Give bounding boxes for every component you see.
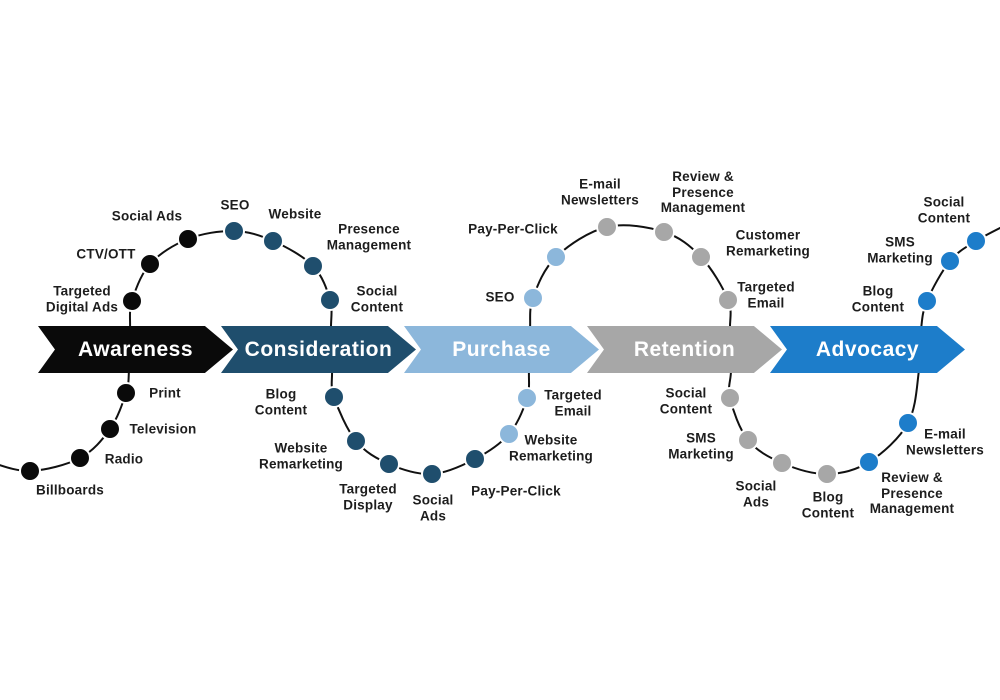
touchpoint-label-targeted-email-purchase: Targeted Email [544,387,602,419]
touchpoint-dot-customer-remarketing-retention [690,246,712,268]
stage-arrow-awareness: Awareness [38,326,233,373]
touchpoint-label-social-content-advocacy: Social Content [917,194,971,226]
touchpoint-label-sms-marketing-advocacy: SMS Marketing [867,234,933,266]
touchpoint-dot-review-presence-management-advocacy [858,451,880,473]
stage-label-purchase: Purchase [452,337,551,361]
stage-label-advocacy: Advocacy [815,337,920,361]
touchpoint-label-website-remarketing-purchase: Website Remarketing [509,432,593,464]
touchpoint-label-social-content-retention: Social Content [659,385,713,417]
touchpoint-label-social-content-consideration: Social Content [350,283,404,315]
touchpoint-dot-social-ads-awareness [177,228,199,250]
touchpoint-dots-layer [19,216,987,485]
touchpoint-dot-pay-per-click-purchase [545,246,567,268]
touchpoint-label-customer-remarketing-retention: Customer Remarketing [726,227,810,259]
stage-arrow-advocacy: Advocacy [770,326,965,373]
touchpoint-label-pay-per-click-purchase: Pay-Per-Click [468,221,558,237]
touchpoint-dot-social-ads-consideration [421,463,443,485]
touchpoint-dot-television-awareness [99,418,121,440]
touchpoint-dot-targeted-display-consideration [378,453,400,475]
touchpoint-dot-website-remarketing-consideration [345,430,367,452]
touchpoint-label-ctv-ott-awareness: CTV/OTT [76,246,136,262]
touchpoint-dot-e-mail-newsletters-advocacy [897,412,919,434]
touchpoint-dot-social-content-advocacy [965,230,987,252]
touchpoint-dot-targeted-email-retention [717,289,739,311]
touchpoint-dot-sms-marketing-advocacy [939,250,961,272]
touchpoint-dot-sms-marketing-retention [737,429,759,451]
touchpoint-dot-pay-per-click-consideration [464,448,486,470]
touchpoint-label-radio-awareness: Radio [104,451,144,467]
touchpoint-dot-presence-management-consideration [302,255,324,277]
touchpoint-label-website-remarketing-consideration: Website Remarketing [259,440,343,472]
touchpoint-label-sms-marketing-retention: SMS Marketing [668,430,734,462]
touchpoint-label-social-ads-consideration: Social Ads [412,492,454,524]
touchpoint-label-website-consideration: Website [268,206,322,222]
touchpoint-dot-blog-content-consideration [323,386,345,408]
touchpoint-label-blog-content-consideration: Blog Content [254,386,308,418]
touchpoint-label-print-awareness: Print [149,385,181,401]
touchpoint-label-social-ads-retention: Social Ads [735,478,777,510]
touchpoint-label-blog-content-advocacy: Blog Content [851,283,905,315]
touchpoint-label-presence-management-consideration: Presence Management [326,221,412,253]
touchpoint-label-review-presence-management-advocacy: Review & Presence Management [869,469,955,516]
touchpoint-label-targeted-digital-ads-awareness: Targeted Digital Ads [45,283,119,315]
touchpoint-dot-targeted-digital-ads-awareness [121,290,143,312]
touchpoint-dot-social-content-consideration [319,289,341,311]
touchpoint-label-e-mail-newsletters-retention: E-mail Newsletters [561,176,639,208]
touchpoint-dot-print-awareness [115,382,137,404]
touchpoint-label-seo-consideration: SEO [220,197,250,213]
touchpoint-dot-website-consideration [262,230,284,252]
touchpoint-dot-ctv-ott-awareness [139,253,161,275]
stage-label-consideration: Consideration [244,337,393,361]
stage-arrow-consideration: Consideration [221,326,416,373]
touchpoint-dot-billboards-awareness [19,460,41,482]
touchpoint-label-e-mail-newsletters-advocacy: E-mail Newsletters [906,426,984,458]
touchpoint-dot-social-content-retention [719,387,741,409]
touchpoint-label-targeted-display-consideration: Targeted Display [339,481,397,513]
touchpoint-dot-social-ads-retention [771,452,793,474]
touchpoint-label-blog-content-retention: Blog Content [801,489,855,521]
touchpoint-dot-seo-consideration [223,220,245,242]
touchpoint-dot-targeted-email-purchase [516,387,538,409]
touchpoint-dot-blog-content-retention [816,463,838,485]
touchpoint-dot-review-presence-management-retention [653,221,675,243]
touchpoint-label-review-presence-management-retention: Review & Presence Management [660,168,746,215]
stage-arrow-retention: Retention [587,326,782,373]
stage-arrow-purchase: Purchase [404,326,599,373]
touchpoint-label-pay-per-click-consideration: Pay-Per-Click [471,483,561,499]
stage-label-retention: Retention [633,337,736,361]
touchpoint-label-seo-purchase: SEO [485,289,515,305]
touchpoint-label-targeted-email-retention: Targeted Email [737,279,795,311]
stage-label-awareness: Awareness [77,337,194,361]
touchpoint-dot-blog-content-advocacy [916,290,938,312]
touchpoint-label-television-awareness: Television [129,421,197,437]
touchpoint-label-billboards-awareness: Billboards [35,482,105,498]
touchpoint-dot-e-mail-newsletters-retention [596,216,618,238]
touchpoint-dot-seo-purchase [522,287,544,309]
touchpoint-dot-website-remarketing-purchase [498,423,520,445]
touchpoint-label-social-ads-awareness: Social Ads [111,208,183,224]
touchpoint-dot-radio-awareness [69,447,91,469]
